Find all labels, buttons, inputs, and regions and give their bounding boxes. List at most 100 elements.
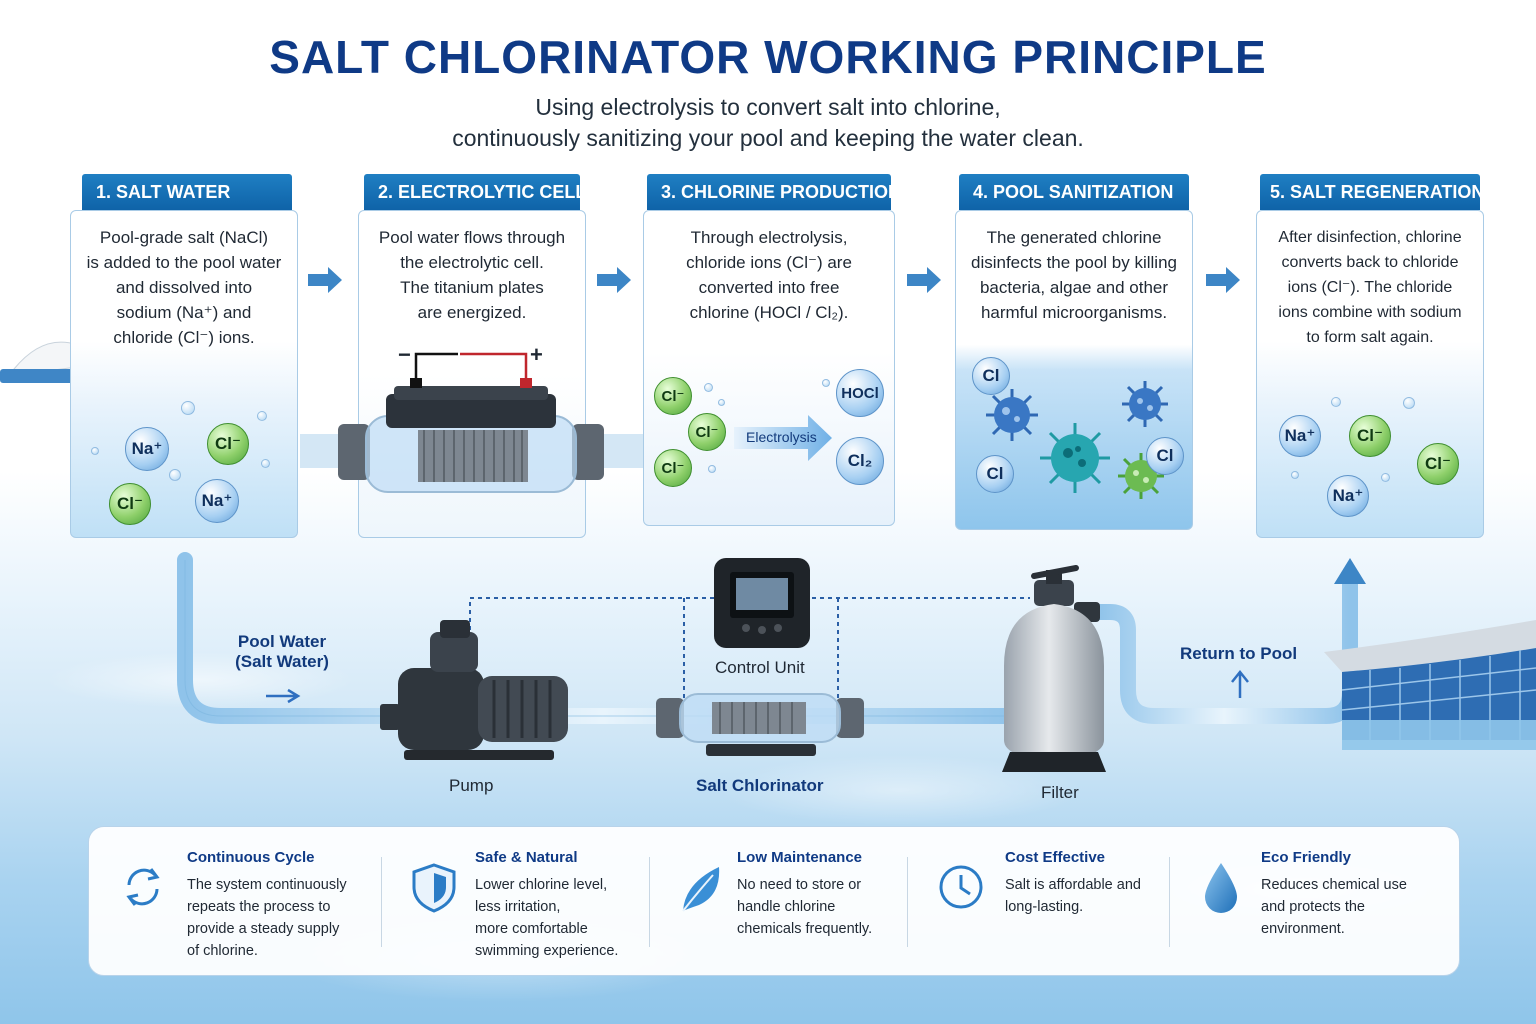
- step-1-header: 1. SALT WATER: [82, 174, 292, 210]
- flow-arrow-icon: [308, 267, 342, 293]
- benefit-line: environment.: [1261, 921, 1345, 937]
- electrolysis-arrow-icon: [734, 415, 832, 461]
- benefit-description: No need to store or handle chlorine chem…: [737, 874, 937, 940]
- step-3-line: chlorine (HOCl / Cl₂).: [689, 303, 849, 322]
- return-to-pool-label: Return to Pool: [1180, 644, 1298, 663]
- pool-edge-illustration: [1324, 620, 1536, 750]
- filter-illustration: [1002, 565, 1106, 772]
- benefit-line: more comfortable: [475, 921, 588, 937]
- step-3-card: Through electrolysis, chloride ions (Cl⁻…: [643, 210, 895, 526]
- step-5-line: converts back to chloride: [1281, 254, 1459, 271]
- benefit-line: Reduces chemical use: [1261, 877, 1407, 893]
- chlorine-attack-ion: Cl: [972, 357, 1010, 395]
- step-5-line: ions (Cl⁻). The chloride: [1287, 279, 1453, 296]
- benefit-line: No need to store or: [737, 877, 862, 893]
- page-title: SALT CHLORINATOR WORKING PRINCIPLE: [269, 31, 1267, 83]
- subtitle-line-2: continuously sanitizing your pool and ke…: [452, 125, 1084, 151]
- flow-arrow-icon: [1206, 267, 1240, 293]
- pool-water-label-line: Pool Water: [237, 632, 327, 651]
- subtitle-line-1: Using electrolysis to convert salt into …: [535, 94, 1001, 120]
- left-union: [338, 424, 370, 480]
- step-1-card: Pool-grade salt (NaCl) is added to the p…: [70, 210, 298, 538]
- filter-label: Filter: [1041, 783, 1079, 802]
- negative-wire: [414, 352, 458, 386]
- water-drop-icon: [1205, 863, 1237, 913]
- benefit-continuous-cycle: Continuous Cycle The system continuously…: [187, 849, 387, 959]
- benefit-divider: [907, 857, 908, 947]
- plumbing-system: [177, 552, 1536, 772]
- control-unit-illustration: [714, 558, 810, 648]
- sodium-ion: Na⁺: [125, 427, 169, 471]
- step-4-line: harmful microorganisms.: [980, 303, 1168, 322]
- benefit-line: and protects the: [1261, 899, 1365, 915]
- cycle-icon: [126, 868, 160, 906]
- benefit-cost-effective: Cost Effective Salt is affordable and lo…: [1005, 849, 1205, 959]
- step-2-line: the electrolytic cell.: [400, 253, 544, 272]
- control-wiring: [469, 597, 1030, 702]
- benefit-description: The system continuously repeats the proc…: [187, 874, 387, 962]
- benefit-line: handle chlorine: [737, 899, 836, 915]
- benefit-divider: [1169, 857, 1170, 947]
- return-up-arrow-icon: [1231, 669, 1249, 698]
- pool-water-label: Pool Water (Salt Water): [232, 632, 332, 672]
- shield-icon: [412, 863, 456, 913]
- virus-icon: [1040, 423, 1110, 493]
- algae-icon: [1118, 453, 1164, 499]
- step-5-salt-regeneration: 5. SALT REGENERATION After disinfection,…: [1256, 174, 1484, 538]
- step-1-line: is added to the pool water: [86, 253, 282, 272]
- step-5-header: 5. SALT REGENERATION: [1260, 174, 1484, 210]
- step-2-header: 2. ELECTROLYTIC CELL: [364, 174, 586, 210]
- chloride-ion: Cl⁻: [207, 423, 249, 465]
- benefit-title: Safe & Natural: [475, 849, 578, 866]
- step-1-line: Pool-grade salt (NaCl): [99, 228, 269, 247]
- benefit-safe-natural: Safe & Natural Lower chlorine level, les…: [475, 849, 675, 959]
- step-4-pool-sanitization: 4. POOL SANITIZATION The generated chlor…: [955, 174, 1193, 530]
- pump-illustration: [380, 620, 568, 760]
- inflow-arrow-icon: [266, 688, 301, 704]
- benefit-line: provide a steady supply: [187, 921, 340, 937]
- step-1-line: chloride (Cl⁻) ions.: [113, 328, 255, 347]
- step-5-card: After disinfection, chlorine converts ba…: [1256, 210, 1484, 538]
- step-3-line: Through electrolysis,: [690, 228, 848, 247]
- negative-terminal-label: −: [398, 342, 411, 367]
- benefit-title: Eco Friendly: [1261, 849, 1352, 866]
- benefit-line: Salt is affordable and: [1005, 877, 1141, 893]
- right-union: [572, 424, 604, 480]
- sodium-ion: Na⁺: [1279, 415, 1321, 457]
- benefit-divider: [381, 857, 382, 947]
- flow-arrow-icon: [907, 267, 941, 293]
- sodium-ion: Na⁺: [195, 479, 239, 523]
- benefit-description: Reduces chemical use and protects the en…: [1261, 874, 1451, 940]
- electrolysis-label: Electrolysis: [746, 429, 817, 445]
- benefit-description: Salt is affordable and long-lasting.: [1005, 874, 1205, 918]
- benefit-line: less irritation,: [475, 899, 561, 915]
- step-2-description: Pool water flows through the electrolyti…: [367, 225, 577, 325]
- leaf-icon: [682, 867, 720, 912]
- benefit-line: repeats the process to: [187, 899, 331, 915]
- pump-label: Pump: [449, 776, 494, 795]
- step-1-salt-water: 1. SALT WATER Pool-grade salt (NaCl) is …: [70, 174, 298, 538]
- microorganism-icon: [986, 389, 1038, 441]
- page-subtitle: Using electrolysis to convert salt into …: [0, 92, 1536, 154]
- benefit-title: Continuous Cycle: [187, 849, 315, 866]
- step-3-chlorine-production: 3. CHLORINE PRODUCTION Through electroly…: [643, 174, 901, 526]
- positive-wire: [460, 352, 528, 386]
- positive-terminal-label: +: [530, 342, 543, 367]
- step-3-description: Through electrolysis, chloride ions (Cl⁻…: [652, 225, 886, 325]
- chlorine-gas-molecule: Cl₂: [836, 437, 884, 485]
- salt-chlorinator-label: Salt Chlorinator: [696, 776, 824, 795]
- benefit-line: of chlorine.: [187, 943, 258, 959]
- return-arrow-head: [1334, 558, 1366, 584]
- clock-icon: [939, 865, 983, 909]
- benefits-panel: Continuous Cycle The system continuously…: [88, 826, 1460, 976]
- step-2-line: The titanium plates: [400, 278, 544, 297]
- benefit-line: long-lasting.: [1005, 899, 1084, 915]
- electrolytic-cell-illustration: [300, 352, 644, 493]
- pool-water-label-line: (Salt Water): [235, 652, 329, 671]
- step-4-description: The generated chlorine disinfects the po…: [964, 225, 1184, 325]
- cell-cap: [386, 394, 556, 428]
- step-2-line: Pool water flows through: [378, 228, 566, 247]
- step-4-header: 4. POOL SANITIZATION: [959, 174, 1189, 210]
- step-1-line: sodium (Na⁺) and: [116, 303, 252, 322]
- benefit-line: Lower chlorine level,: [475, 877, 608, 893]
